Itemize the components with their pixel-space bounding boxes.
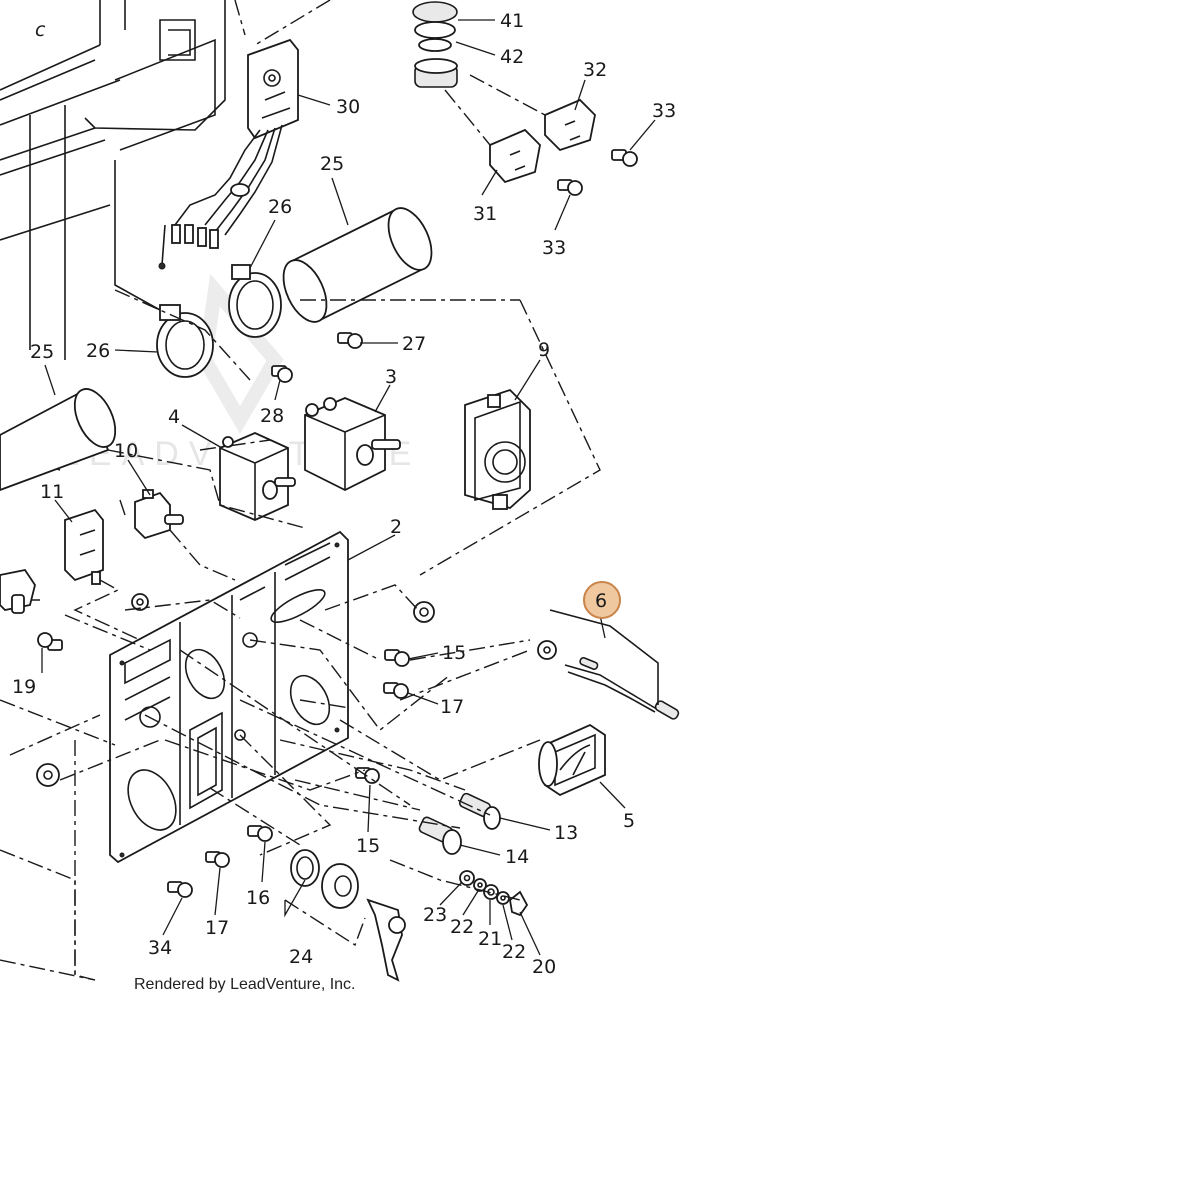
callout-9: 9 [538,339,550,361]
breaker-3 [304,397,401,492]
toggle-switch-left [0,568,36,614]
callout-10: 10 [114,440,138,462]
breaker-4 [219,432,296,521]
outlet-9 [464,388,531,510]
terminal-board-30 [158,38,299,270]
callout-24: 24 [289,946,313,968]
callout-3: 3 [385,366,397,388]
callout-26-upper: 26 [268,196,292,218]
callout-4: 4 [168,406,180,428]
receptacle-32 [544,98,596,152]
screw-33b [557,179,583,196]
callout-22-left: 22 [450,916,474,938]
callout-26-lower: 26 [86,340,110,362]
wire-harness-6 [537,609,680,720]
callout-28: 28 [260,405,284,427]
washer-22a [473,878,487,892]
callout-17-upper: 17 [440,696,464,718]
callout-23: 23 [423,904,447,926]
screw-27 [337,332,363,349]
screw-19 [37,632,63,651]
control-panel-2 [109,530,349,864]
callout-32: 32 [583,59,607,81]
screw-16 [247,825,273,842]
callout-11: 11 [40,481,64,503]
callout-19: 19 [12,676,36,698]
key-switch-24 [290,849,406,982]
screw-17b [205,851,230,868]
fuse-holder-41-42 [412,1,458,88]
generator-housing [0,0,246,601]
callout-31: 31 [473,203,497,225]
callout-33-lower: 33 [542,237,566,259]
corner-mark: c [35,19,46,41]
callout-16: 16 [246,887,270,909]
screw-28 [271,365,293,383]
callout-25-lower: 25 [30,341,54,363]
screw-34 [167,881,193,898]
receptacle-31 [489,128,541,184]
callout-14: 14 [505,846,529,868]
callout-labels: 41 42 32 33 30 25 26 31 33 27 25 26 9 3 … [12,10,676,978]
nut-lower-left [36,763,60,787]
callout-42: 42 [500,46,524,68]
fuse-holder-14 [418,816,462,855]
screw-33a [611,149,638,167]
leader-lines [41,19,656,956]
screw-15b [355,767,380,784]
callout-13: 13 [554,822,578,844]
callout-5: 5 [623,810,635,832]
nut-left [131,593,149,611]
callout-22-right: 22 [502,941,526,963]
callout-15-upper: 15 [442,642,466,664]
wing-nut-20 [509,890,529,917]
callout-6[interactable]: 6 [595,590,607,612]
meter-5 [538,723,606,797]
callout-30: 30 [336,96,360,118]
callout-21: 21 [478,928,502,950]
callout-25-upper: 25 [320,153,344,175]
callout-20: 20 [532,956,556,978]
callout-33-upper: 33 [652,100,676,122]
toggle-switch-10 [134,489,184,540]
assembly-lines [0,0,601,981]
callout-27: 27 [402,333,426,355]
screw-15a [384,649,410,667]
washer-22b [496,891,510,905]
callout-34: 34 [148,937,172,959]
capacitor-25-lower [0,388,117,491]
switch-11 [64,508,104,585]
highlight-marker-6[interactable] [583,581,621,619]
callout-17-lower: 17 [205,917,229,939]
callout-41: 41 [500,10,524,32]
nut-right [413,601,435,623]
credit-text: Rendered by LeadVenture, Inc. [134,976,356,993]
capacitor-25-upper [282,207,433,323]
screw-17a [383,682,409,699]
washer-23 [459,870,475,886]
clamp-26-upper [228,264,282,338]
callout-2: 2 [390,516,402,538]
callout-15-lower: 15 [356,835,380,857]
